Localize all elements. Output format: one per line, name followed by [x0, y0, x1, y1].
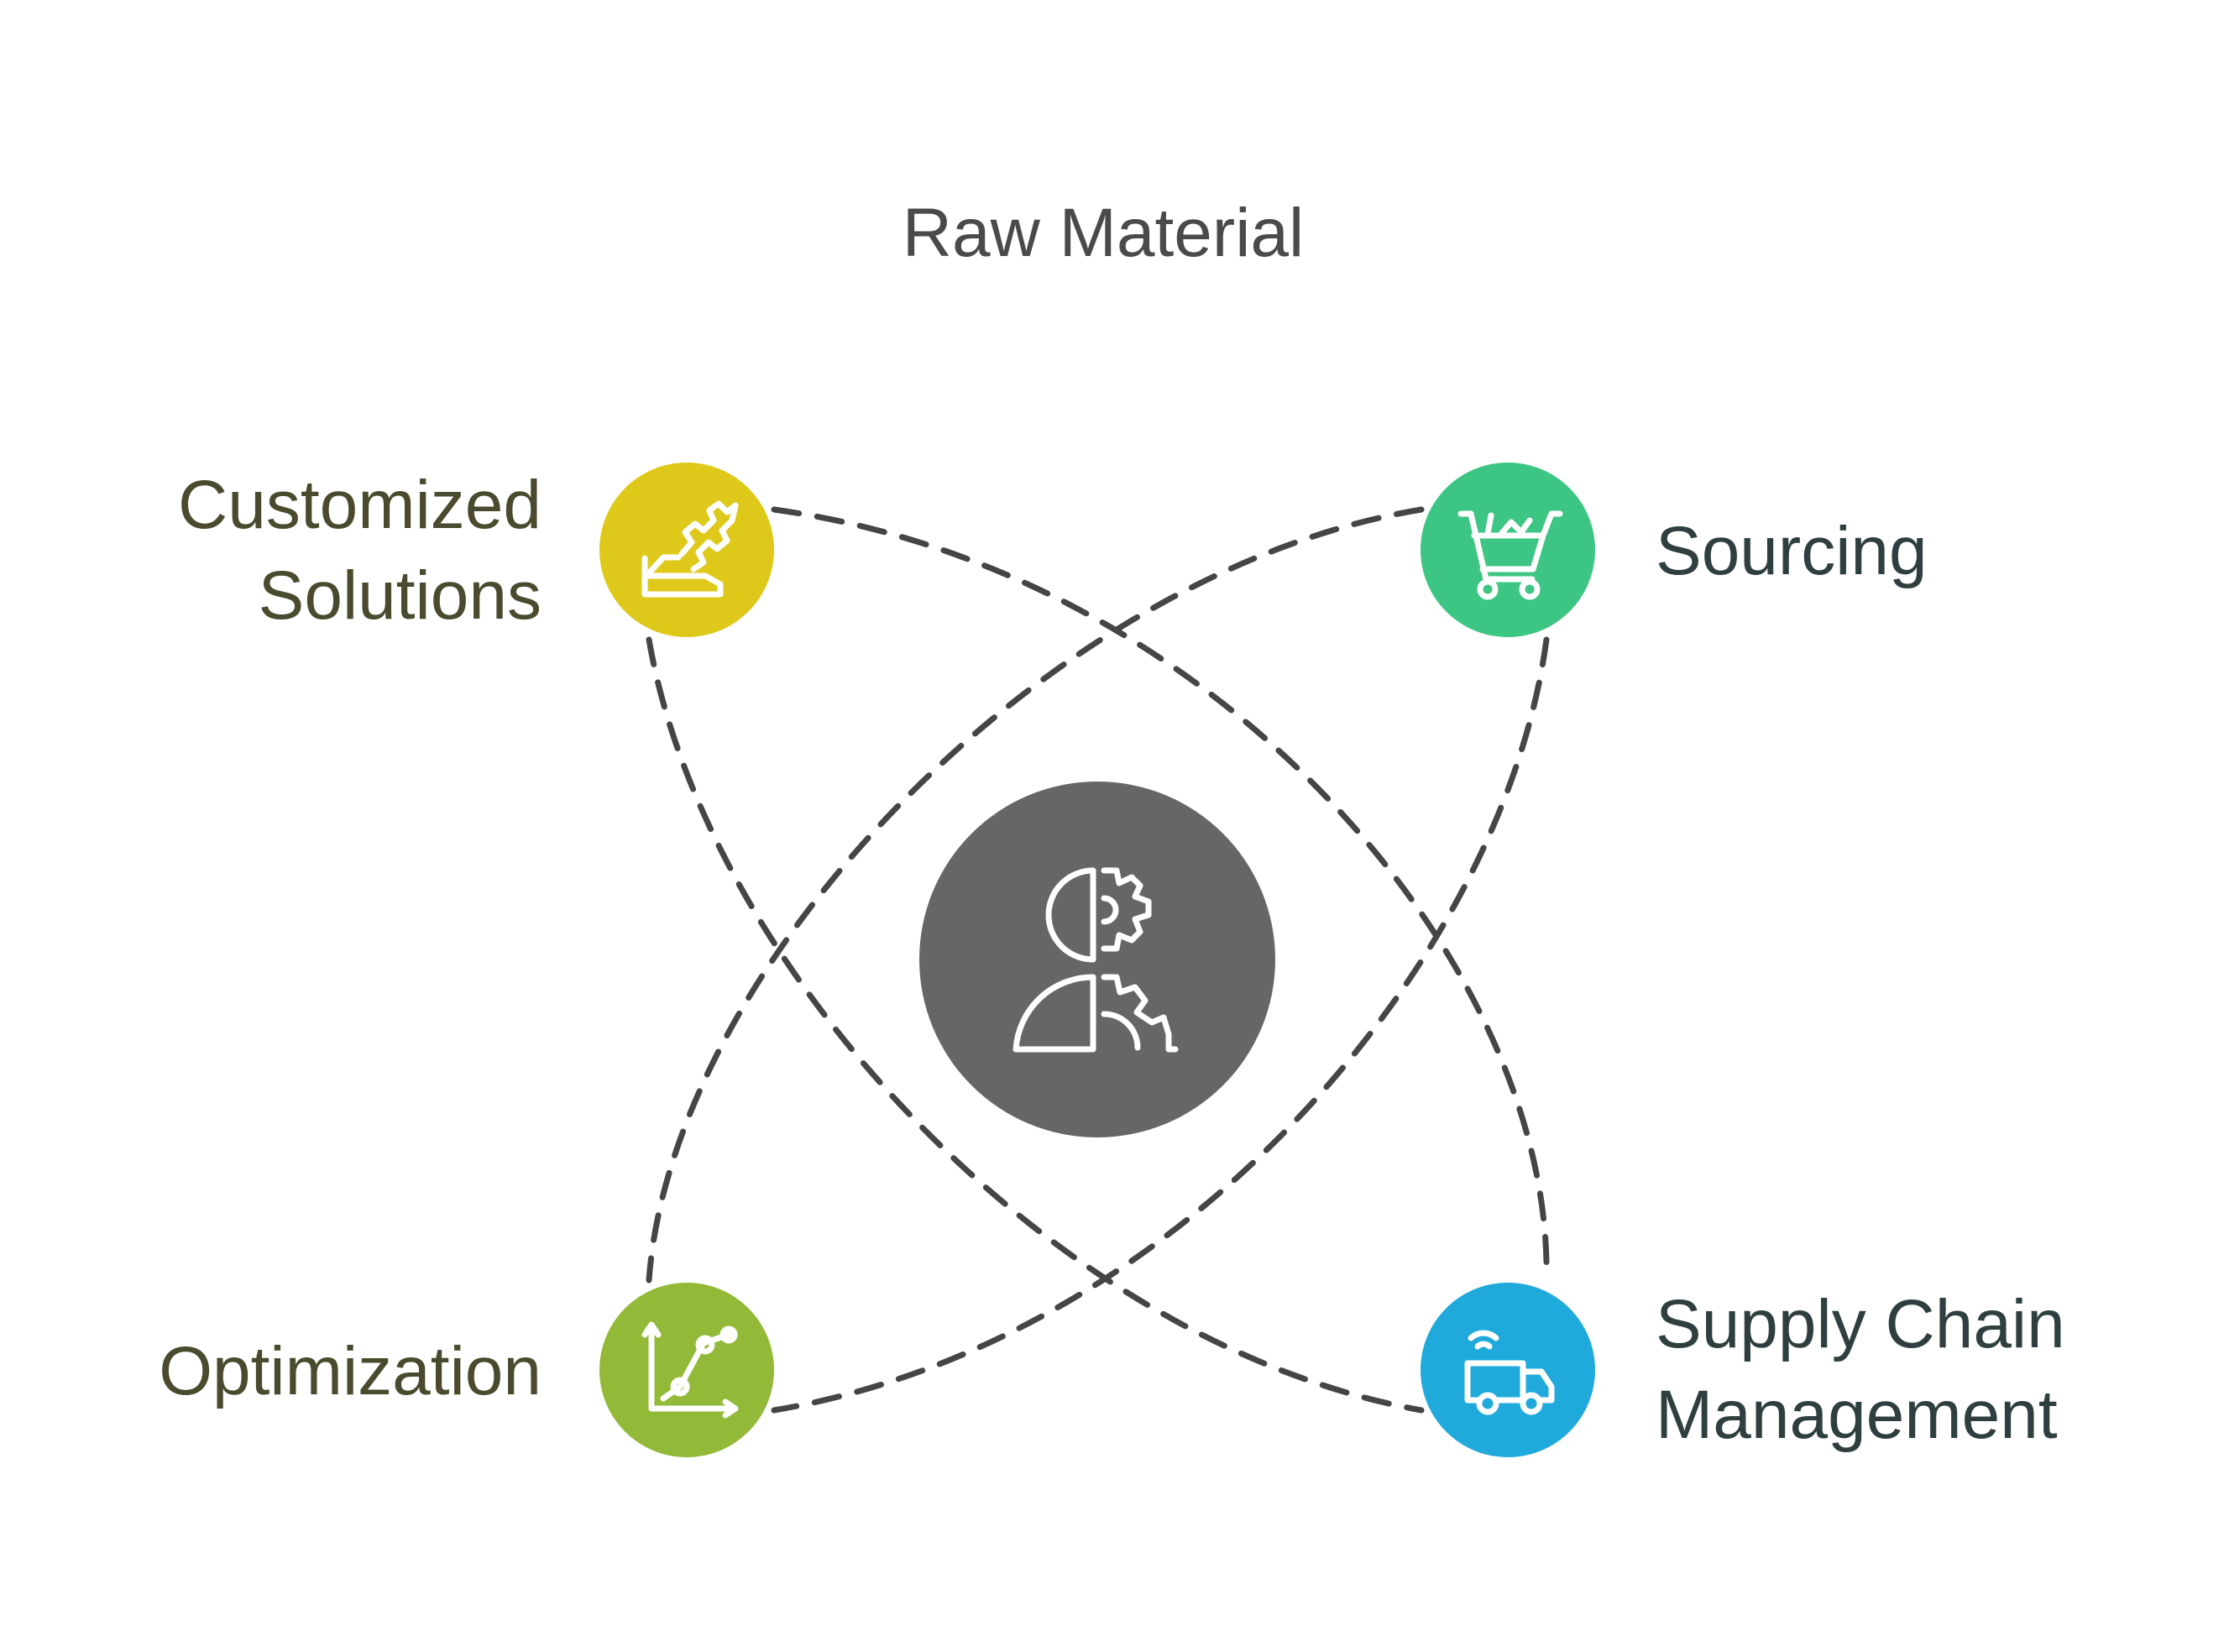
node-supply-chain: [1421, 1283, 1595, 1457]
label-line: Sourcing: [1656, 513, 1928, 589]
label-line: Management: [1656, 1377, 2058, 1453]
node-customized-solutions: [599, 463, 774, 637]
person-gears-icon: [1012, 867, 1179, 1053]
sourcing-circle: [1421, 463, 1595, 637]
label-line: Customized: [178, 467, 542, 543]
arc-sourcing-to-optimization-inner: [771, 636, 1550, 1414]
puzzle-hand-icon: [641, 500, 739, 598]
center-node: [919, 782, 1275, 1137]
diagram-title: Raw Material: [902, 195, 1305, 271]
arc-customized-to-supply: [771, 506, 1550, 1283]
arc-customized-to-supply-inner: [646, 636, 1425, 1414]
shopping-cart-icon: [1457, 510, 1563, 600]
label-line: Optimization: [159, 1333, 542, 1409]
connector-arcs: [646, 506, 1550, 1414]
label-customized-solutions: Customized Solutions: [178, 460, 542, 641]
label-supply-chain-management: Supply Chain Management: [1656, 1279, 2065, 1461]
label-line: Solutions: [258, 557, 542, 634]
supply-circle: [1421, 1283, 1595, 1457]
line-chart-icon: [641, 1321, 739, 1419]
center-circle: [919, 782, 1275, 1137]
node-sourcing: [1421, 463, 1595, 637]
arc-sourcing-to-optimization: [646, 506, 1425, 1283]
label-line: Supply Chain: [1656, 1286, 2065, 1362]
label-optimization: Optimization: [159, 1326, 542, 1417]
label-sourcing: Sourcing: [1656, 506, 1928, 597]
node-optimization: [599, 1283, 774, 1457]
delivery-truck-icon: [1464, 1330, 1555, 1415]
